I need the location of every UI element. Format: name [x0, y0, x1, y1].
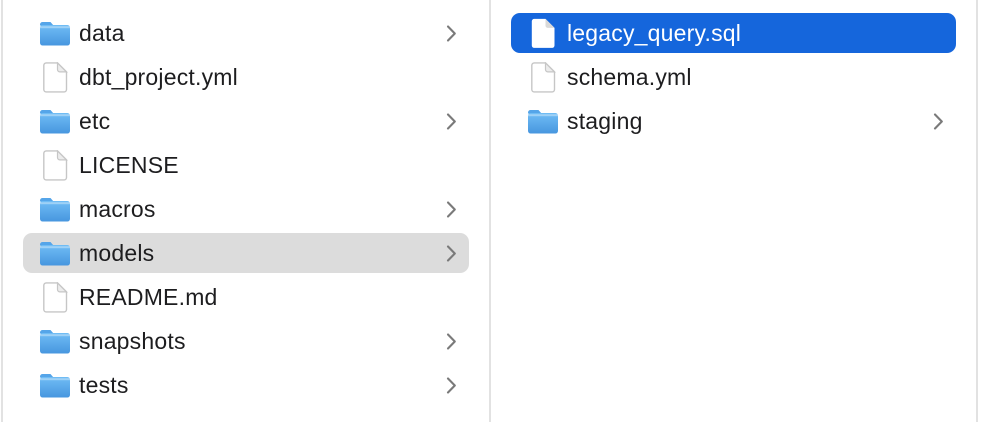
list-item-dbt_project.yml[interactable]: dbt_project.yml — [23, 57, 469, 97]
list-item-schema.yml[interactable]: schema.yml — [511, 57, 956, 97]
list-item-data[interactable]: data — [23, 13, 469, 53]
item-label: snapshots — [79, 327, 186, 354]
list-item-models[interactable]: models — [23, 233, 469, 273]
folder-icon — [39, 325, 71, 357]
chevron-right-icon — [925, 112, 944, 131]
document-icon — [527, 17, 559, 49]
chevron-right-icon — [438, 24, 457, 43]
item-label: LICENSE — [79, 151, 179, 178]
column-divider-right — [976, 0, 978, 422]
chevron-right-icon — [438, 376, 457, 395]
item-label: schema.yml — [567, 63, 692, 90]
list-item-LICENSE[interactable]: LICENSE — [23, 145, 469, 185]
item-label: README.md — [79, 283, 218, 310]
document-icon — [527, 61, 559, 93]
folder-icon — [527, 105, 559, 137]
list-item-macros[interactable]: macros — [23, 189, 469, 229]
column-divider-left — [1, 0, 3, 422]
item-label: etc — [79, 107, 111, 134]
finder-column-right: legacy_query.sql schema.yml staging — [491, 0, 976, 422]
chevron-right-icon — [438, 112, 457, 131]
chevron-right-icon — [438, 332, 457, 351]
item-label: tests — [79, 371, 129, 398]
list-item-snapshots[interactable]: snapshots — [23, 321, 469, 361]
item-label: models — [79, 239, 155, 266]
item-label: data — [79, 19, 125, 46]
folder-icon — [39, 193, 71, 225]
list-item-etc[interactable]: etc — [23, 101, 469, 141]
item-label: staging — [567, 107, 643, 134]
item-label: macros — [79, 195, 156, 222]
document-icon — [39, 149, 71, 181]
document-icon — [39, 281, 71, 313]
folder-icon — [39, 369, 71, 401]
list-item-README.md[interactable]: README.md — [23, 277, 469, 317]
list-item-staging[interactable]: staging — [511, 101, 956, 141]
item-label: dbt_project.yml — [79, 63, 238, 90]
list-item-legacy_query.sql[interactable]: legacy_query.sql — [511, 13, 956, 53]
folder-icon — [39, 17, 71, 49]
chevron-right-icon — [438, 200, 457, 219]
document-icon — [39, 61, 71, 93]
folder-icon — [39, 237, 71, 269]
item-label: legacy_query.sql — [567, 19, 742, 46]
list-item-tests[interactable]: tests — [23, 365, 469, 405]
folder-icon — [39, 105, 71, 137]
chevron-right-icon — [438, 244, 457, 263]
column-divider-middle — [489, 0, 491, 422]
